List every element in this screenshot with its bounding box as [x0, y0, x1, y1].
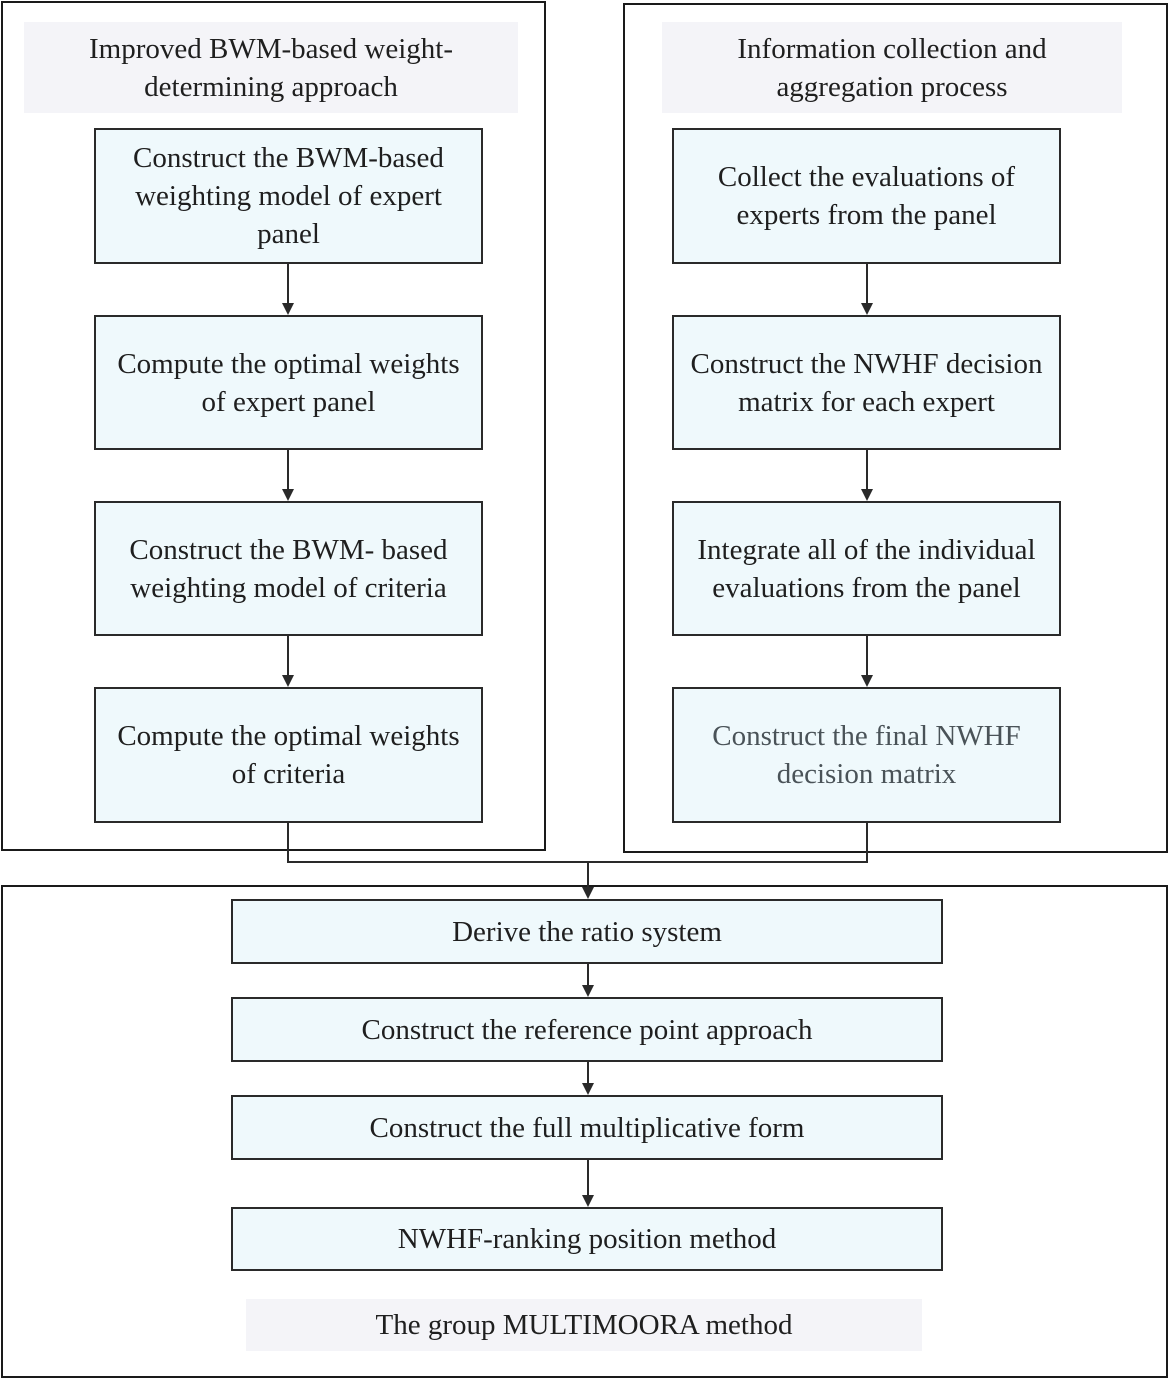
right-panel-title: Information collection and aggregation p… — [662, 22, 1122, 113]
left-step-4-box: Compute the optimal weights of criteria — [94, 687, 483, 823]
bottom-step-1-box: Derive the ratio system — [231, 899, 943, 964]
right-step-3-box: Integrate all of the individual evaluati… — [672, 501, 1061, 636]
right-step-4-box: Construct the final NWHF decision matrix — [672, 687, 1061, 823]
bottom-step-3-box: Construct the full multiplicative form — [231, 1095, 943, 1160]
bottom-panel-title: The group MULTIMOORA method — [246, 1299, 922, 1351]
left-panel-title: Improved BWM-based weight-determining ap… — [24, 22, 518, 113]
left-step-3-box: Construct the BWM- based weighting model… — [94, 501, 483, 636]
bottom-step-4-box: NWHF-ranking position method — [231, 1207, 943, 1271]
bottom-step-2-box: Construct the reference point approach — [231, 997, 943, 1062]
right-step-2-box: Construct the NWHF decision matrix for e… — [672, 315, 1061, 450]
left-step-2-box: Compute the optimal weights of expert pa… — [94, 315, 483, 450]
left-step-1-box: Construct the BWM-based weighting model … — [94, 128, 483, 264]
right-step-1-box: Collect the evaluations of experts from … — [672, 128, 1061, 264]
